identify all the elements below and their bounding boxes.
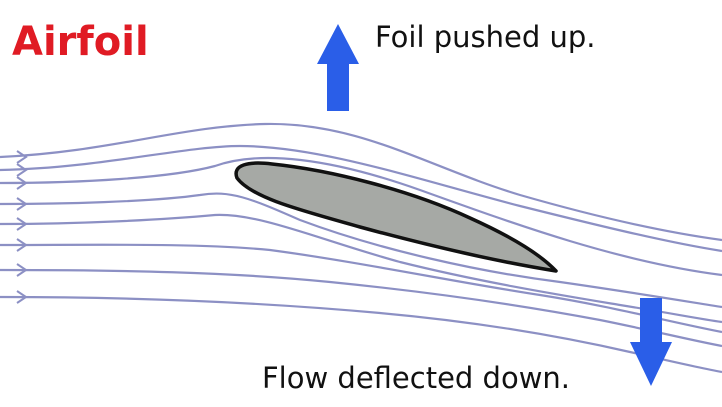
inflow-arrowhead-5 (16, 217, 28, 231)
inflow-arrowhead-7 (16, 263, 28, 277)
streamlines (0, 122, 722, 374)
streamline-3 (0, 156, 722, 277)
inflow-arrowhead-2 (16, 163, 28, 177)
arrow-down-icon (630, 298, 672, 386)
inflow-arrowhead-3 (16, 176, 28, 190)
streamline-1 (0, 122, 722, 242)
label-foil-pushed-up: Foil pushed up. (375, 20, 595, 54)
airfoil-shape (234, 161, 558, 273)
streamline-4 (0, 192, 722, 309)
streamline-6 (0, 243, 722, 334)
arrow-up-icon (317, 24, 359, 111)
inflow-arrowhead-6 (16, 238, 28, 252)
diagram-title: Airfoil (12, 19, 149, 65)
inflow-arrowhead-1 (16, 150, 28, 164)
inflow-arrowhead-4 (16, 197, 28, 211)
inflow-arrows (16, 150, 28, 304)
label-flow-deflected-down: Flow deflected down. (262, 361, 570, 395)
streamline-5 (0, 213, 722, 324)
streamline-2 (0, 144, 722, 253)
inflow-arrowhead-8 (16, 290, 28, 304)
